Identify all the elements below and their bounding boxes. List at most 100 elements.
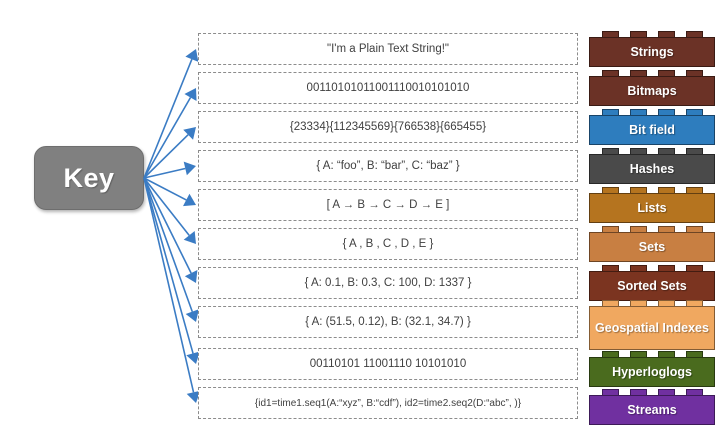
brick-streams: Streams bbox=[589, 389, 715, 425]
brick-strings: Strings bbox=[589, 31, 715, 67]
brick-stud bbox=[601, 70, 619, 76]
arrow-head bbox=[183, 193, 196, 207]
value-box: {23334}{112345569}{766538}{665455} bbox=[198, 111, 578, 143]
brick-stud bbox=[601, 389, 619, 395]
brick-stud bbox=[629, 351, 647, 357]
arrow-line bbox=[143, 134, 189, 179]
brick-stud bbox=[657, 351, 675, 357]
value-box: { A: 0.1, B: 0.3, C: 100, D: 1337 } bbox=[198, 267, 578, 299]
value-box: "I'm a Plain Text String!" bbox=[198, 33, 578, 65]
value-text: 00110101 11001110 10101010 bbox=[309, 358, 467, 370]
brick-hyperloglogs: Hyperloglogs bbox=[589, 351, 715, 387]
arrow-head bbox=[185, 49, 199, 62]
brick-sorted-sets: Sorted Sets bbox=[589, 265, 715, 301]
brick-stud bbox=[601, 351, 619, 357]
brick-stud bbox=[657, 187, 675, 193]
brick-stud bbox=[629, 31, 647, 37]
value-box: { A , B , C , D , E } bbox=[198, 228, 578, 260]
value-text: { A: 0.1, B: 0.3, C: 100, D: 1337 } bbox=[304, 277, 472, 289]
brick-studs bbox=[589, 226, 715, 232]
value-text: { A , B , C , D , E } bbox=[342, 238, 434, 250]
brick-stud bbox=[629, 265, 647, 271]
value-box: { A: “foo”, B: “bar”, C: “baz” } bbox=[198, 150, 578, 182]
arrow-head bbox=[184, 88, 197, 102]
brick-stud bbox=[601, 109, 619, 115]
brick-stud bbox=[657, 265, 675, 271]
value-box: [ A → B → C → D → E ] bbox=[198, 189, 578, 221]
brick-label: Sorted Sets bbox=[589, 271, 715, 301]
value-text: { A: (51.5, 0.12), B: (32.1, 34.7) } bbox=[305, 316, 471, 328]
brick-stud bbox=[601, 31, 619, 37]
brick-label: Bit field bbox=[589, 115, 715, 145]
brick-label: Hashes bbox=[589, 154, 715, 184]
brick-stud bbox=[657, 70, 675, 76]
value-text: [ A → B → C → D → E ] bbox=[326, 199, 450, 211]
brick-studs bbox=[589, 300, 715, 306]
arrow-head bbox=[184, 270, 198, 283]
brick-stud bbox=[629, 389, 647, 395]
brick-stud bbox=[629, 148, 647, 154]
brick-studs bbox=[589, 148, 715, 154]
key-node-label: Key bbox=[63, 162, 115, 193]
arrow-line bbox=[143, 58, 193, 179]
brick-stud bbox=[657, 31, 675, 37]
brick-label: Lists bbox=[589, 193, 715, 223]
brick-studs bbox=[589, 351, 715, 357]
arrow-line bbox=[143, 97, 192, 179]
brick-stud bbox=[657, 300, 675, 306]
value-box: 00110101011001110010101010 bbox=[198, 72, 578, 104]
brick-stud bbox=[685, 148, 703, 154]
brick-stud bbox=[601, 187, 619, 193]
arrow-head bbox=[185, 309, 199, 322]
arrow-head bbox=[183, 161, 196, 176]
value-box: { A: (51.5, 0.12), B: (32.1, 34.7) } bbox=[198, 306, 578, 338]
value-text: { A: “foo”, B: “bar”, C: “baz” } bbox=[316, 160, 460, 172]
brick-studs bbox=[589, 187, 715, 193]
brick-stud bbox=[685, 70, 703, 76]
brick-stud bbox=[601, 265, 619, 271]
brick-stud bbox=[629, 226, 647, 232]
brick-studs bbox=[589, 31, 715, 37]
brick-stud bbox=[685, 187, 703, 193]
brick-lists: Lists bbox=[589, 187, 715, 223]
value-box: {id1=time1.seq1(A:“xyz”, B:“cdf”), id2=t… bbox=[198, 387, 578, 419]
brick-stud bbox=[685, 351, 703, 357]
arrow-line bbox=[143, 177, 187, 201]
arrow-line bbox=[143, 177, 195, 393]
brick-studs bbox=[589, 70, 715, 76]
brick-studs bbox=[589, 109, 715, 115]
brick-studs bbox=[589, 389, 715, 395]
arrow-head bbox=[183, 127, 196, 140]
brick-stud bbox=[657, 226, 675, 232]
brick-stud bbox=[685, 109, 703, 115]
brick-stud bbox=[657, 148, 675, 154]
brick-stud bbox=[657, 389, 675, 395]
brick-label: Hyperloglogs bbox=[589, 357, 715, 387]
brick-stud bbox=[629, 187, 647, 193]
brick-stud bbox=[601, 148, 619, 154]
brick-stud bbox=[685, 300, 703, 306]
brick-label: Sets bbox=[589, 232, 715, 262]
brick-stud bbox=[685, 265, 703, 271]
brick-stud bbox=[685, 389, 703, 395]
brick-stud bbox=[629, 300, 647, 306]
value-text: "I'm a Plain Text String!" bbox=[326, 43, 449, 55]
value-text: 00110101011001110010101010 bbox=[306, 82, 470, 94]
brick-label: Geospatial Indexes bbox=[589, 306, 715, 350]
value-box: 00110101 11001110 10101010 bbox=[198, 348, 578, 380]
arrow-line bbox=[143, 177, 194, 312]
brick-stud bbox=[629, 70, 647, 76]
arrow-line bbox=[143, 167, 186, 179]
arrow-line bbox=[143, 177, 192, 274]
brick-stud bbox=[657, 109, 675, 115]
brick-studs bbox=[589, 265, 715, 271]
arrow-line bbox=[143, 177, 190, 236]
arrow-line bbox=[143, 177, 194, 354]
brick-geospatial-indexes: Geospatial Indexes bbox=[589, 300, 715, 350]
brick-hashes: Hashes bbox=[589, 148, 715, 184]
brick-label: Streams bbox=[589, 395, 715, 425]
value-text: {23334}{112345569}{766538}{665455} bbox=[289, 121, 487, 133]
brick-stud bbox=[685, 31, 703, 37]
brick-sets: Sets bbox=[589, 226, 715, 262]
